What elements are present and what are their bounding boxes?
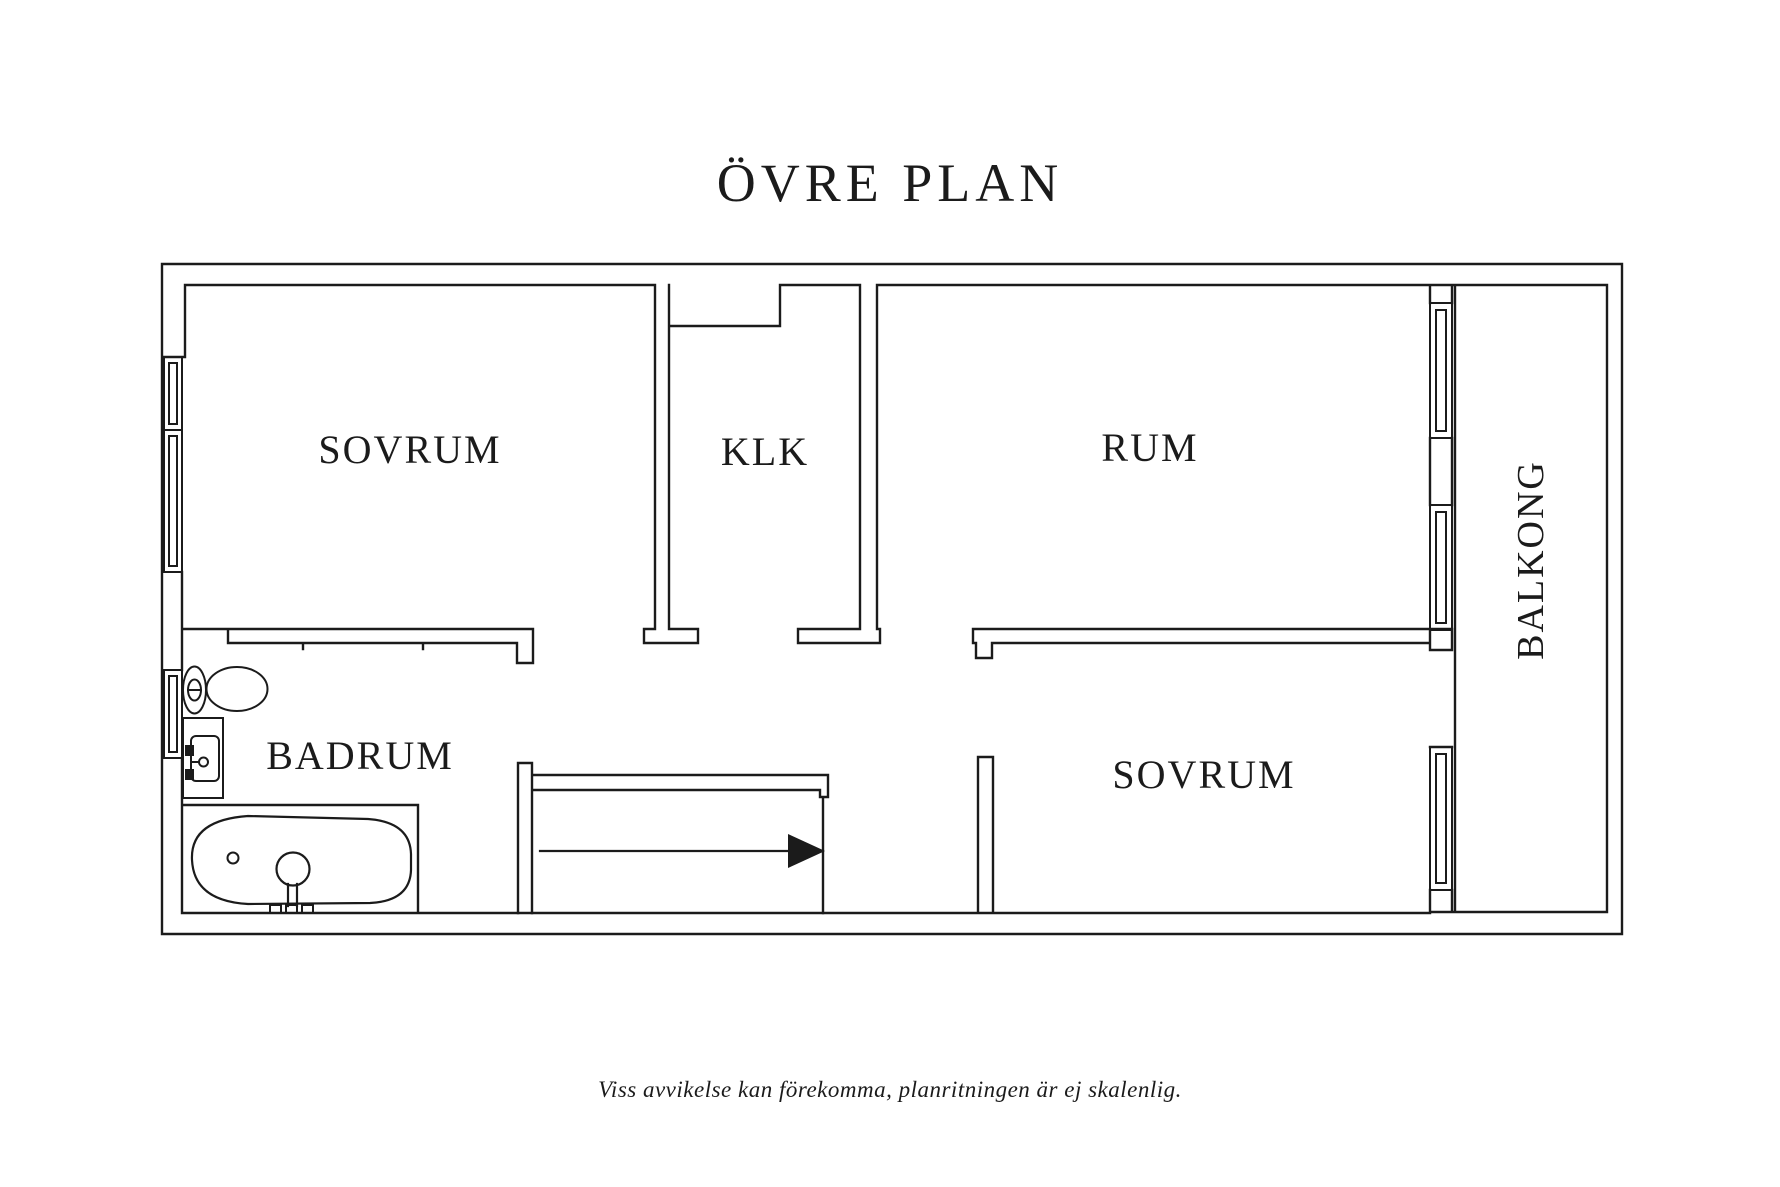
room-label-balkong: BALKONG [1510, 460, 1552, 660]
room-label-sovrum-2: SOVRUM [1112, 752, 1296, 797]
bathtub-symbol [190, 814, 413, 914]
window-symbol [1429, 302, 1453, 439]
window-symbol [163, 356, 183, 431]
room-label-badrum: BADRUM [266, 733, 454, 778]
window-symbol [1429, 746, 1453, 891]
outer-wall-outline [160, 262, 1624, 936]
toilet-symbol [182, 665, 269, 715]
staircase-symbol [516, 761, 830, 915]
page-title: ÖVRE PLAN [716, 153, 1064, 213]
room-label-sovrum-1: SOVRUM [318, 427, 502, 472]
window-symbol [163, 429, 183, 573]
room-label-rum: RUM [1101, 425, 1199, 470]
window-symbol [1429, 504, 1453, 631]
drain [226, 851, 240, 865]
sink-symbol [182, 717, 224, 799]
direction-arrow-head [788, 834, 825, 868]
room-label-klk: KLK [720, 429, 810, 474]
interior-walls [162, 283, 1609, 915]
window-symbol [163, 669, 183, 759]
tub-faucet [275, 851, 311, 887]
disclaimer-text: Viss avvikelse kan förekomma, planritnin… [598, 1077, 1182, 1102]
